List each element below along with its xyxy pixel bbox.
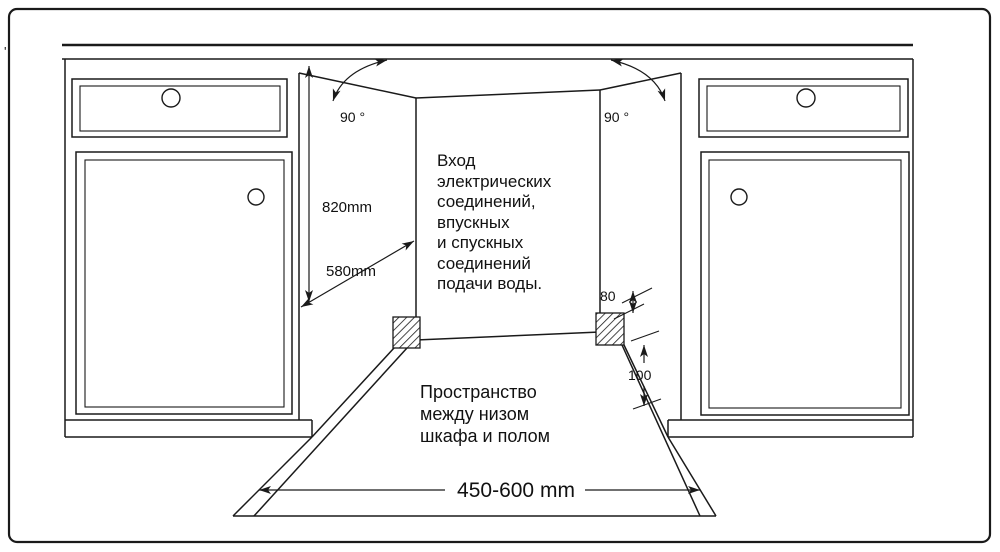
height-dimension-label: 820mm (322, 199, 372, 216)
floor-perspective (232, 344, 717, 517)
floor-gap-note: Пространство между низом шкафа и полом (420, 382, 550, 446)
connections-note-line: электрических (437, 172, 552, 191)
right-niche-top-slant (599, 72, 682, 91)
depth-dimension-line (300, 240, 415, 308)
connections-note-line: соединений (437, 254, 531, 273)
right-drawer-panel (706, 85, 901, 132)
installation-niche (392, 89, 625, 349)
depth-dimension: 580mm (300, 240, 415, 308)
right-drawer-front (698, 78, 909, 138)
right-plinth-hatch (595, 312, 625, 346)
plinth-height-ext-line-1 (621, 287, 653, 304)
floor-right-outer-slant (667, 436, 717, 517)
plinth-depth-label: 100 (628, 367, 652, 383)
left-drawer-knob (161, 88, 181, 108)
connections-note-line: и спускных (437, 233, 524, 252)
left-door-knob (247, 188, 265, 206)
depth-dimension-label: 580mm (326, 263, 376, 280)
angle-label-left: 90 ° (340, 109, 365, 125)
opening-width-label: 450-600 mm (457, 479, 575, 502)
connections-note-line: впускных (437, 213, 510, 232)
angle-arc-left (332, 58, 388, 102)
plinth-height-ext-line-2 (613, 303, 645, 320)
plinth-depth-dimension: 100 (628, 330, 662, 410)
plinth-height-label: 80 (600, 288, 616, 304)
stray-mark: ' (4, 44, 6, 59)
floor-gap-note-line: шкафа и полом (420, 426, 550, 446)
left-door-panel (84, 159, 285, 408)
right-door-panel (708, 159, 902, 409)
connections-note-line: соединений, (437, 192, 536, 211)
plinth-depth-ext-line-1 (630, 330, 660, 342)
connections-note-line: Вход (437, 151, 476, 170)
floor-left-inner-slant (253, 347, 408, 517)
left-toe-kick-slant (311, 347, 395, 438)
left-plinth-hatch (392, 316, 421, 349)
angle-arc-right (610, 58, 666, 102)
right-door-front (700, 151, 910, 416)
plinth-height-dimension: 80 (600, 287, 653, 320)
left-cabinet (64, 59, 417, 438)
opening-width-dimension: 450-600 mm (259, 479, 700, 502)
right-toe-kick-slant (623, 344, 669, 438)
connections-note-line: подачи воды. (437, 274, 542, 293)
niche-top-edge (415, 89, 601, 99)
floor-gap-note-line: Пространство (420, 382, 537, 402)
floor-gap-note-line: между низом (420, 404, 529, 424)
left-drawer-front (71, 78, 288, 138)
countertop (62, 43, 913, 60)
floor-left-outer-slant (232, 436, 313, 517)
angle-dimension-right: 90 ° (604, 58, 666, 125)
left-door-front (75, 151, 293, 415)
right-drawer-knob (796, 88, 816, 108)
floor-right-inner-slant (621, 344, 701, 517)
left-drawer-panel (79, 85, 281, 132)
connections-note: Вход электрических соединений, впускных … (437, 151, 552, 293)
right-door-knob (730, 188, 748, 206)
niche-bottom-edge (415, 331, 601, 341)
angle-dimension-left: 90 ° (332, 58, 388, 125)
angle-label-right: 90 ° (604, 109, 629, 125)
figure-border (7, 7, 992, 544)
left-niche-top-slant (298, 72, 417, 99)
